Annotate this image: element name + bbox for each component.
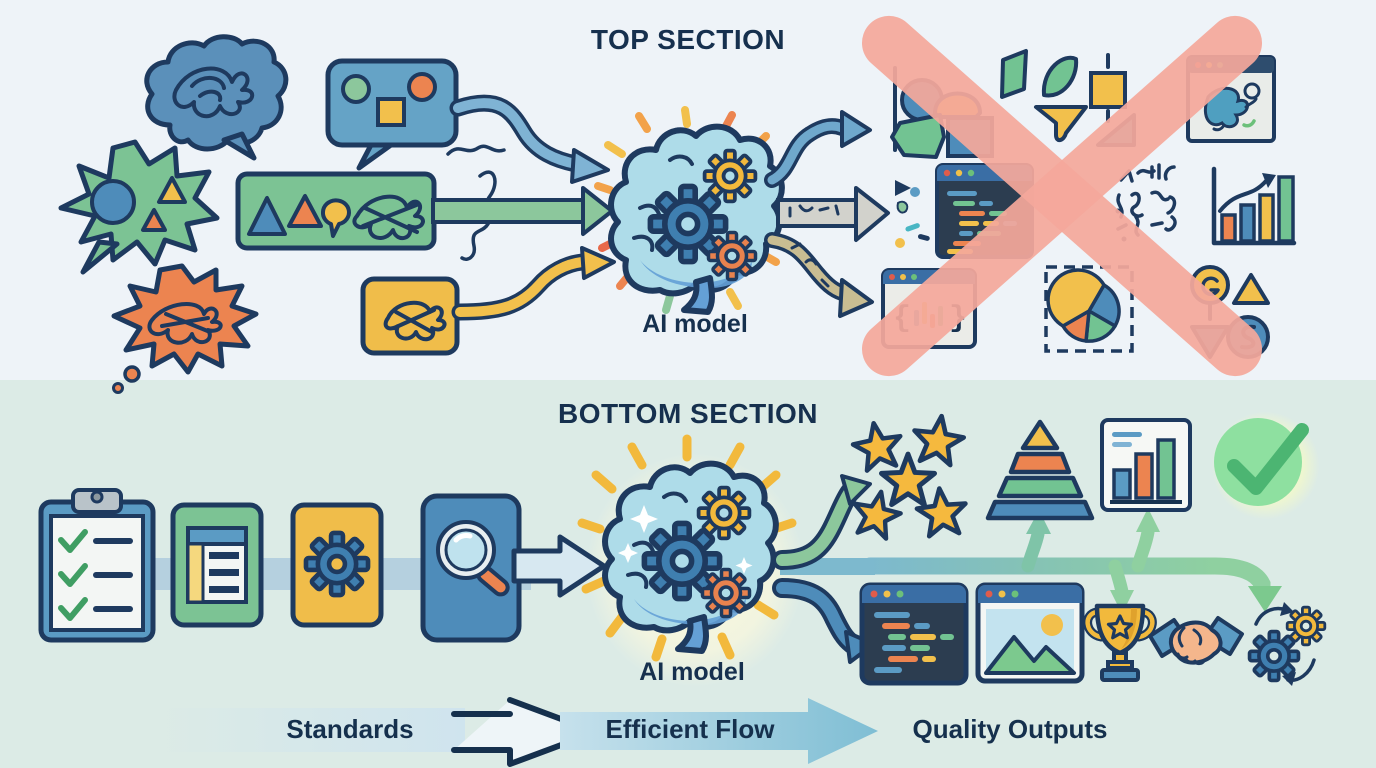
gear-icon — [306, 533, 368, 595]
flow-end-arrowhead — [1248, 586, 1282, 612]
standards-band — [155, 708, 465, 752]
flow-branch-up-1 — [1021, 527, 1045, 573]
input-arrow-blue — [449, 94, 610, 184]
top-output-arrows — [764, 110, 890, 318]
gear-icon — [696, 485, 752, 541]
thought-cloud-icon — [144, 34, 289, 161]
success-check-icon — [1214, 418, 1309, 506]
big-arrow-icon — [511, 534, 607, 598]
sync-gears-icon — [1247, 602, 1327, 686]
flow-branch-down — [1108, 559, 1129, 599]
top-input-arrows — [431, 94, 616, 321]
flow-main — [861, 557, 1271, 597]
confetti-bits — [895, 180, 930, 248]
flow-label: Efficient Flow — [605, 714, 775, 744]
input-arrow-yellow — [451, 246, 616, 321]
output-arrow-blue — [764, 110, 872, 188]
bar-chart-card-icon — [1100, 418, 1192, 512]
sparkle-icon — [618, 505, 753, 574]
code-window-bottom-icon — [859, 582, 969, 686]
top-section-title: TOP SECTION — [590, 24, 786, 55]
form-document-icon — [170, 502, 264, 628]
output-arrow-green-up — [772, 474, 872, 570]
review-magnifier-icon — [420, 493, 522, 643]
green-panel-icon — [235, 171, 437, 251]
flow-branch-up-2 — [1131, 525, 1155, 573]
brain-rays — [577, 434, 797, 662]
checklist-clipboard-icon — [38, 488, 156, 643]
output-arrow-gray — [776, 186, 890, 242]
process-gear-icon — [290, 502, 384, 628]
green-burst-icon — [58, 139, 220, 275]
handshake-icon — [1148, 616, 1244, 666]
output-arrow-tan — [764, 232, 874, 318]
five-stars-icon — [850, 418, 990, 543]
pie-chart-icon — [1044, 265, 1134, 353]
flow-lines — [772, 474, 1282, 664]
speech-bubble-icon — [325, 58, 459, 171]
standards-label: Standards — [286, 714, 414, 744]
outputs-label: Quality Outputs — [912, 714, 1108, 744]
ai-brain-bottom-icon — [577, 434, 797, 662]
ai-model-label-top: AI model — [642, 310, 748, 338]
orange-burst-icon — [111, 263, 259, 394]
trend-chart-icon — [1211, 166, 1297, 246]
gear-icon — [700, 567, 752, 619]
image-window-icon — [975, 582, 1085, 684]
input-arrow-green — [431, 186, 614, 236]
ai-model-label-bottom: AI model — [639, 658, 745, 686]
gear-icon — [706, 230, 758, 282]
layered-pyramid-icon — [985, 419, 1095, 521]
gear-icon — [1285, 605, 1327, 647]
gear-icon — [702, 148, 758, 204]
ai-brain-top-icon — [594, 106, 790, 315]
trophy-icon — [1083, 603, 1157, 682]
flow-band — [560, 698, 878, 764]
